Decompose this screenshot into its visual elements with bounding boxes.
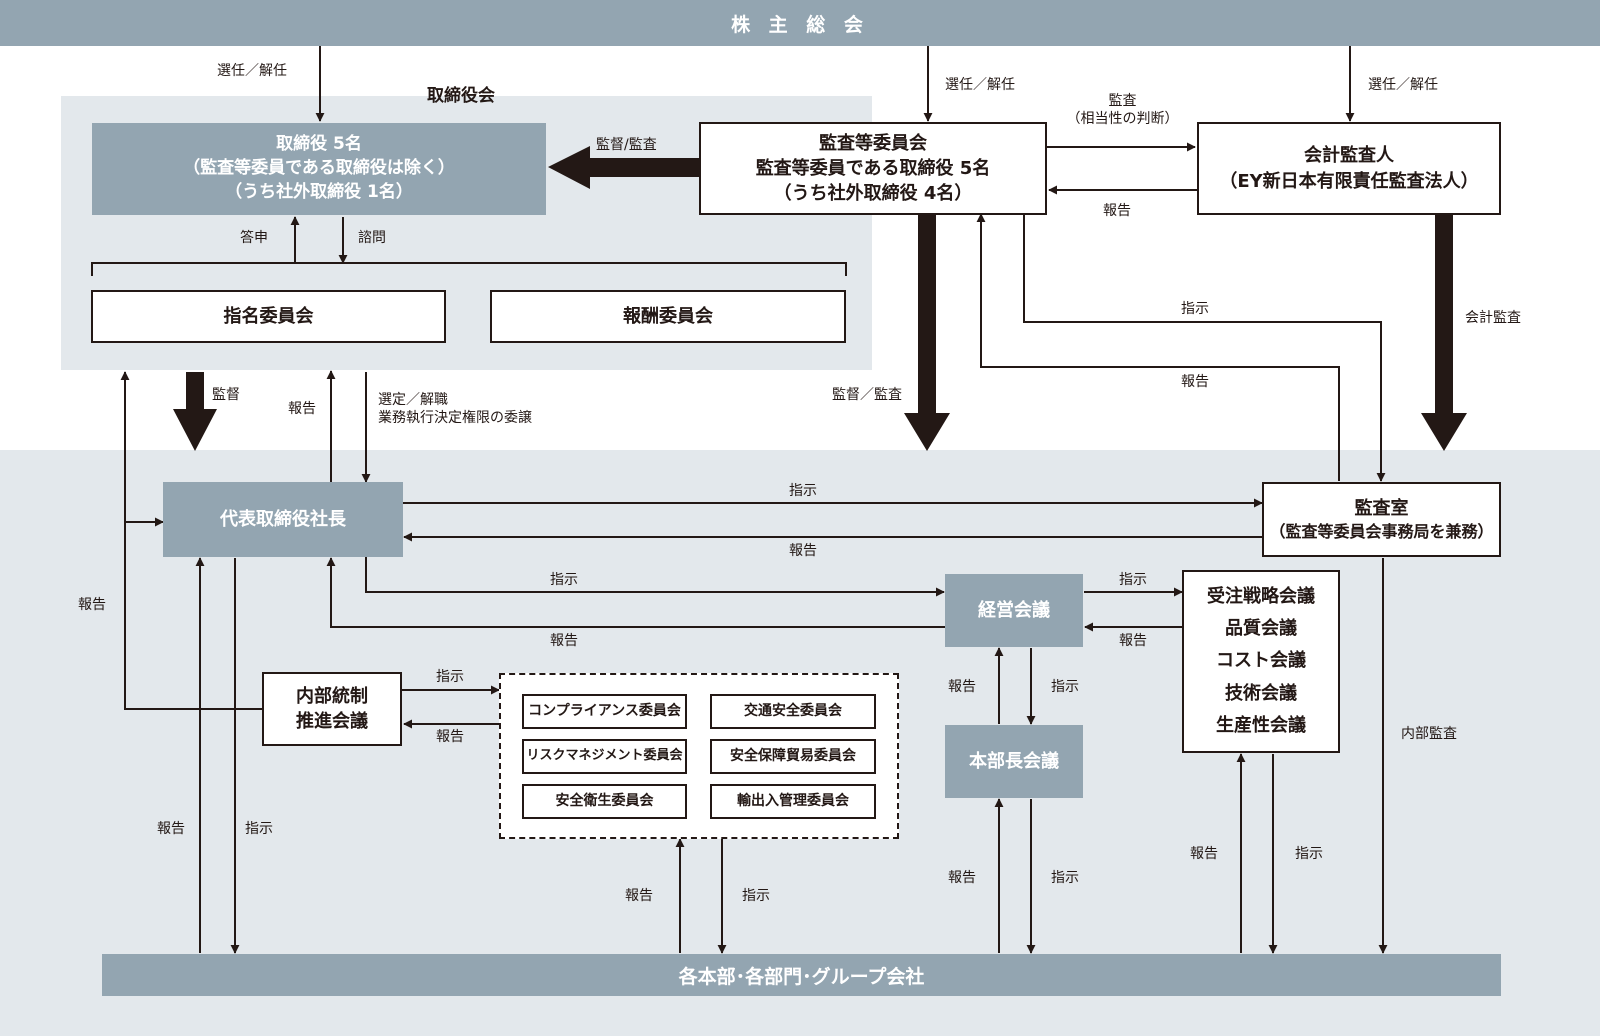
label-instruct-management: 指示 [550,572,578,588]
label-instruct-committees: 指示 [436,669,464,685]
accounting-auditor-box: 会計監査人 （EY新日本有限責任監査法人） [1197,122,1501,215]
accounting-auditor-line-2: （EY新日本有限責任監査法人） [1219,170,1479,192]
label-instruct-bottom-strategy: 指示 [1295,846,1323,862]
label-report-management: 報告 [550,633,578,649]
label-instruct-audit-office: 指示 [1181,301,1209,317]
committee-risk-management: リスクマネジメント委員会 [522,739,687,774]
label-elect-dismiss-1: 選任／解任 [217,63,287,79]
directors-line-3: （うち社外取締役 1名） [225,181,413,202]
label-supervise-audit-top: 監督/監査 [596,137,657,153]
label-appoint-dismiss: 選定／解職 [378,392,448,408]
label-elect-dismiss-3: 選任／解任 [1368,77,1438,93]
audit-committee-line-3: （うち社外取締役 4名） [773,183,973,205]
label-supervise-audit-mid: 監督／監査 [832,387,902,403]
label-report-division-heads: 報告 [948,679,976,695]
label-report-board: 報告 [288,401,316,417]
strategy-meeting-1: 受注戦略会議 [1207,585,1315,607]
internal-control-line-1: 内部統制 [296,685,368,707]
label-consult: 諮問 [358,230,386,246]
directors-box: 取締役 5名 （監査等委員である取締役は除く） （うち社外取締役 1名） [92,123,546,215]
label-instruct-president-office: 指示 [789,483,817,499]
internal-control-line-2: 推進会議 [296,711,368,732]
board-title: 取締役会 [427,86,495,106]
label-supervise: 監督 [212,387,240,403]
audit-committee-line-2: 監査等委員である取締役 5名 [755,157,991,179]
label-instruct-division-heads: 指示 [1051,679,1079,695]
label-answer: 答申 [240,230,268,246]
label-report-committees: 報告 [436,729,464,745]
committee-import-export: 輸出入管理委員会 [710,784,876,819]
label-report-strategy: 報告 [1119,633,1147,649]
label-report-audit-office: 報告 [1181,374,1209,390]
strategy-meeting-3: コスト会議 [1216,650,1306,672]
internal-control-box: 内部統制 推進会議 [262,672,402,746]
shareholders-meeting-bar: 株 主 総 会 [0,0,1600,46]
directors-line-1: 取締役 5名 [276,134,362,155]
label-report-bottom-strategy: 報告 [1190,846,1218,862]
label-audit-sub: （相当性の判断） [1066,111,1179,128]
accounting-auditor-line-1: 会計監査人 [1304,145,1394,167]
audit-committee-line-1: 監査等委員会 [819,132,927,154]
label-report-bottom-division: 報告 [948,870,976,886]
president-box: 代表取締役社長 [163,482,403,557]
label-report-bottom-president: 報告 [157,821,185,837]
committee-compliance: コンプライアンス委員会 [522,694,687,729]
audit-office-box: 監査室 （監査等委員会事務局を兼務） [1262,482,1501,557]
label-instruct-bottom-division: 指示 [1051,870,1079,886]
audit-office-line-1: 監査室 [1354,497,1409,519]
committee-traffic-safety: 交通安全委員会 [710,694,876,729]
label-audit: 監査 （相当性の判断） [1060,92,1185,128]
committee-health-safety: 安全衛生委員会 [522,784,687,819]
strategy-meeting-2: 品質会議 [1225,617,1297,639]
remuneration-committee-box: 報酬委員会 [490,290,846,343]
label-report-auditor: 報告 [1103,203,1131,219]
label-accounting-audit: 会計監査 [1465,310,1521,326]
division-heads-meeting-box: 本部長会議 [945,725,1083,798]
label-delegate: 業務執行決定権限の委譲 [378,410,532,427]
nomination-committee-box: 指名委員会 [91,290,446,343]
label-report-bottom-committees: 報告 [625,888,653,904]
label-report-left: 報告 [78,597,106,613]
committee-security-trade: 安全保障貿易委員会 [710,739,876,774]
label-instruct-bottom-president: 指示 [245,821,273,837]
label-instruct-strategy: 指示 [1119,572,1147,588]
divisions-bar: 各本部･各部門･グループ会社 [102,954,1501,996]
label-report-office-president: 報告 [789,543,817,559]
strategy-meeting-4: 技術会議 [1225,682,1297,704]
audit-office-line-2: （監査等委員会事務局を兼務） [1269,521,1494,541]
strategy-meetings-box: 受注戦略会議 品質会議 コスト会議 技術会議 生産性会議 [1182,570,1340,753]
label-instruct-bottom-committees: 指示 [742,888,770,904]
strategy-meeting-5: 生産性会議 [1216,715,1306,737]
label-elect-dismiss-2: 選任／解任 [945,77,1015,93]
audit-committee-box: 監査等委員会 監査等委員である取締役 5名 （うち社外取締役 4名） [699,122,1047,215]
label-appoint-delegate: 選定／解職 業務執行決定権限の委譲 [378,391,532,427]
label-internal-audit: 内部監査 [1401,726,1457,742]
directors-line-2: （監査等委員である取締役は除く） [183,158,455,179]
label-audit-main: 監査 [1108,93,1137,109]
management-meeting-box: 経営会議 [945,574,1083,647]
